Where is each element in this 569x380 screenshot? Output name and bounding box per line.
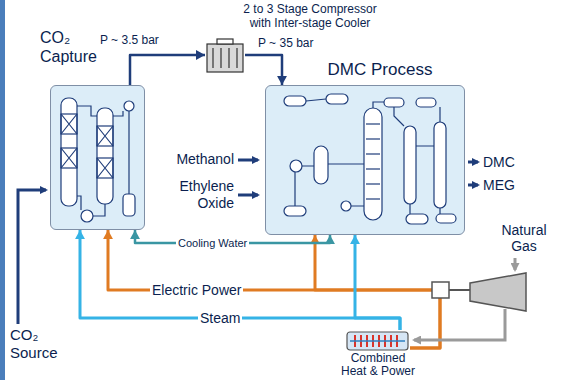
natural-gas-arrow	[514, 258, 517, 270]
node-title: Combined Heat & Power	[337, 352, 419, 378]
capture-unit: CO₂ Capture	[38, 28, 148, 230]
edge-label: P ~ 3.5 bar	[98, 33, 161, 48]
connector-path	[315, 235, 440, 348]
ethylene-oxide-arrow	[238, 194, 258, 197]
arrow-head	[103, 230, 113, 239]
chp-illustration	[345, 330, 410, 352]
connector-path	[80, 230, 400, 330]
turbine-shaft	[449, 289, 470, 291]
arrow-head	[325, 235, 335, 244]
electric-power-line	[310, 235, 440, 348]
methanol-arrow	[238, 159, 258, 162]
chp-shape	[345, 330, 410, 352]
connector-path	[108, 230, 440, 348]
capture-illustration	[51, 86, 146, 231]
gas-turbine	[470, 273, 526, 311]
generator-box	[432, 282, 449, 298]
chp-unit: Combined Heat & Power	[337, 328, 419, 380]
node-title: DMC Process	[315, 60, 445, 80]
connector-path	[245, 55, 282, 85]
steam-line	[75, 230, 400, 330]
arrow-head	[350, 235, 360, 244]
edge-label: Steam	[198, 310, 242, 327]
exhaust-line	[414, 309, 505, 340]
edge-label: Cooling Water	[176, 236, 249, 250]
compressor-illustration	[205, 38, 245, 76]
input-label: Methanol	[150, 151, 234, 168]
compressor-shape	[205, 38, 245, 76]
edge-label: Electric Power	[150, 282, 243, 299]
input-label: Ethylene Oxide	[170, 178, 234, 212]
dmc-process: DMC Process	[265, 60, 465, 235]
steam-line	[350, 235, 400, 330]
output-label: DMC	[483, 154, 533, 171]
arrow-head	[130, 230, 140, 239]
dmc-shape	[265, 85, 465, 235]
output-label: MEG	[483, 177, 533, 194]
co2-source-arrow	[18, 190, 46, 324]
source-label: CO₂ Source	[10, 326, 70, 362]
arrow-head	[75, 230, 85, 239]
capture-shape	[50, 85, 145, 230]
fuel-label: Natural Gas	[488, 222, 560, 254]
dmc-output-arrow	[468, 161, 478, 164]
side-bar	[0, 0, 5, 380]
connector-path	[130, 55, 205, 85]
node-title: CO₂ Capture	[40, 28, 104, 66]
arrow-head	[277, 76, 287, 85]
edge-label: P ~ 35 bar	[256, 36, 316, 51]
arrow-head	[196, 50, 205, 60]
node-title: 2 to 3 Stage Compressor with Inter-stage…	[235, 2, 385, 30]
meg-output-arrow	[468, 184, 478, 187]
dmc-illustration	[266, 86, 466, 236]
connector-path	[355, 235, 400, 330]
electric-power-line	[103, 230, 440, 348]
compressed-co2-line	[245, 55, 287, 85]
co2-feed-line	[130, 50, 205, 85]
